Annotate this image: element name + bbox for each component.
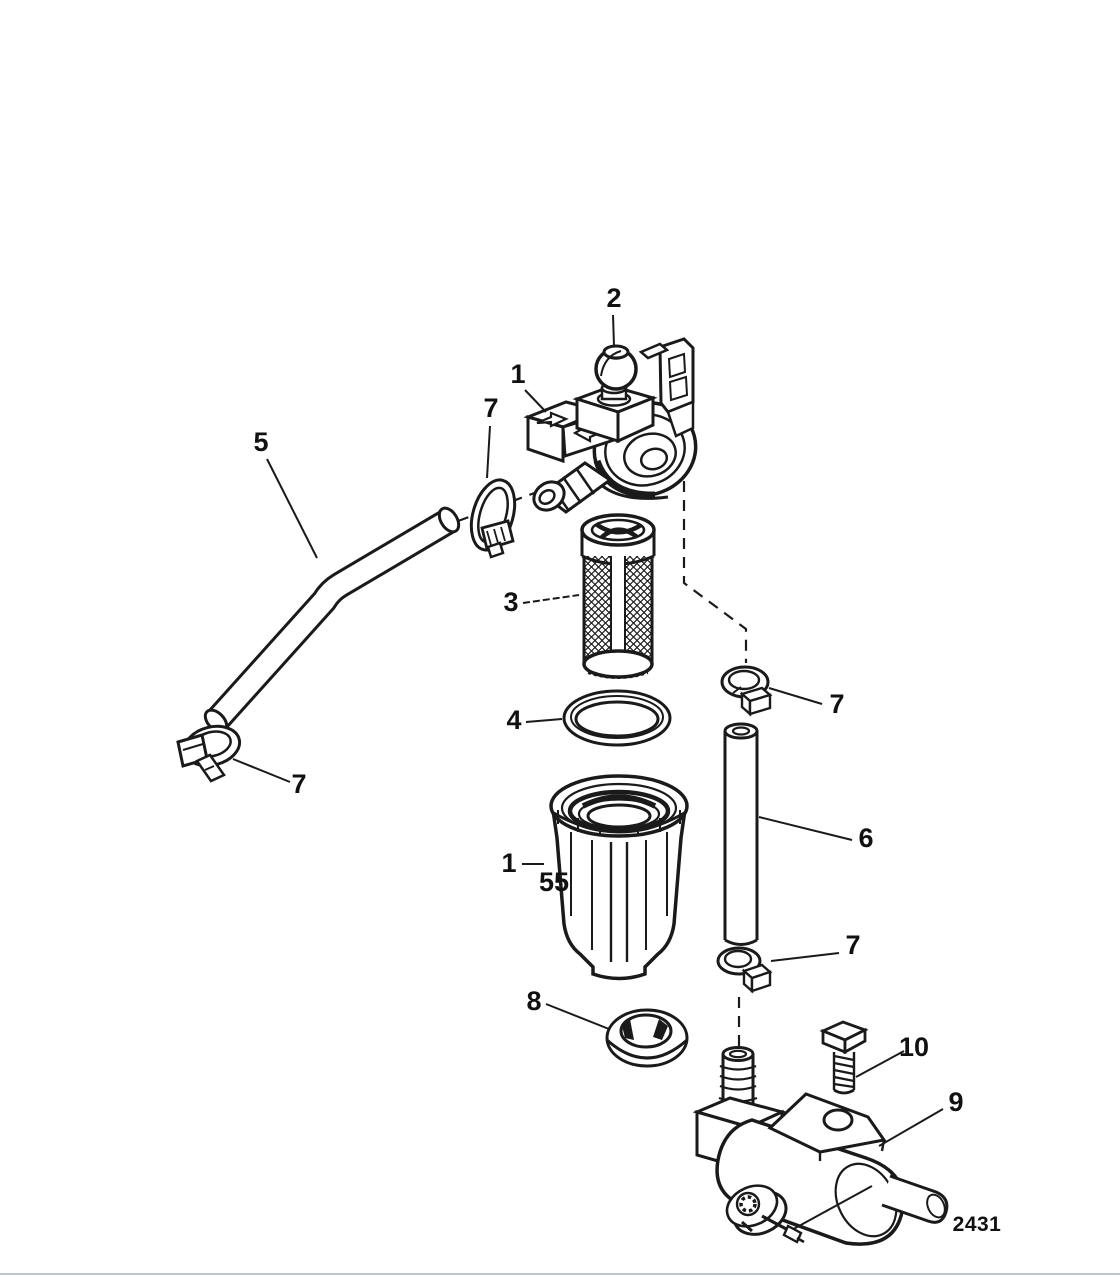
callout-9-label: 9 bbox=[948, 1087, 963, 1117]
spacer-ring bbox=[605, 1008, 689, 1068]
callout-5-label: 5 bbox=[253, 427, 268, 457]
filter-element bbox=[580, 513, 656, 679]
callout-1-bowl: 1 55 bbox=[501, 848, 569, 897]
flow-arrow-in bbox=[536, 411, 569, 428]
callout-7-hose-clamp-label: 7 bbox=[291, 769, 306, 799]
hose-barb-fitting bbox=[532, 461, 613, 514]
fuel-hose bbox=[203, 506, 461, 734]
mount-bracket bbox=[638, 337, 695, 438]
callout-4-seal: 4 bbox=[506, 705, 563, 735]
callout-55-label: 55 bbox=[539, 867, 569, 897]
hex-bolt bbox=[819, 1020, 869, 1095]
tube-bottom-clamp bbox=[716, 946, 773, 994]
callout-3-element: 3 bbox=[503, 587, 580, 617]
callout-8-label: 8 bbox=[526, 986, 541, 1016]
fuel-tube bbox=[723, 722, 759, 946]
callout-10-label: 10 bbox=[899, 1032, 929, 1062]
callout-8-spacer: 8 bbox=[526, 986, 610, 1030]
callout-7-head-clamp-label: 7 bbox=[483, 393, 498, 423]
filter-bowl bbox=[549, 774, 689, 981]
fuel-pump bbox=[692, 1046, 949, 1246]
callout-4-label: 4 bbox=[506, 705, 521, 735]
callout-1-bowl-label: 1 bbox=[501, 848, 516, 878]
callout-5-hose: 5 bbox=[253, 427, 318, 559]
tube-top-clamp bbox=[720, 665, 773, 717]
callout-9-pump: 9 bbox=[878, 1087, 964, 1147]
callout-6-label: 6 bbox=[858, 823, 873, 853]
seal-ring bbox=[562, 689, 672, 747]
callout-2-label: 2 bbox=[606, 283, 621, 313]
callout-10-bolt: 10 bbox=[855, 1032, 929, 1078]
callout-7-hose-clamp: 7 bbox=[232, 758, 307, 799]
filter-head bbox=[523, 337, 698, 514]
callout-7-tube-bottom-clamp: 7 bbox=[770, 930, 861, 962]
callout-7-tube-top-label: 7 bbox=[829, 689, 844, 719]
callout-1-head: 1 bbox=[510, 359, 547, 413]
callout-3-label: 3 bbox=[503, 587, 518, 617]
callout-1-head-label: 1 bbox=[510, 359, 525, 389]
callout-7-tube-top-clamp: 7 bbox=[768, 687, 845, 719]
callout-7-tube-bottom-label: 7 bbox=[845, 930, 860, 960]
callouts: 2 1 7 5 3 4 7 7 bbox=[232, 283, 964, 1147]
callout-2-ball: 2 bbox=[606, 283, 622, 347]
ball-fitting bbox=[594, 344, 638, 401]
callout-6-tube: 6 bbox=[758, 816, 874, 853]
callout-7-head-clamp: 7 bbox=[483, 393, 499, 479]
hose-end-clamp bbox=[176, 724, 242, 783]
head-hose-clamp bbox=[469, 478, 517, 559]
figure-number: 2431 bbox=[953, 1213, 1002, 1236]
pump-connector bbox=[725, 1184, 805, 1244]
